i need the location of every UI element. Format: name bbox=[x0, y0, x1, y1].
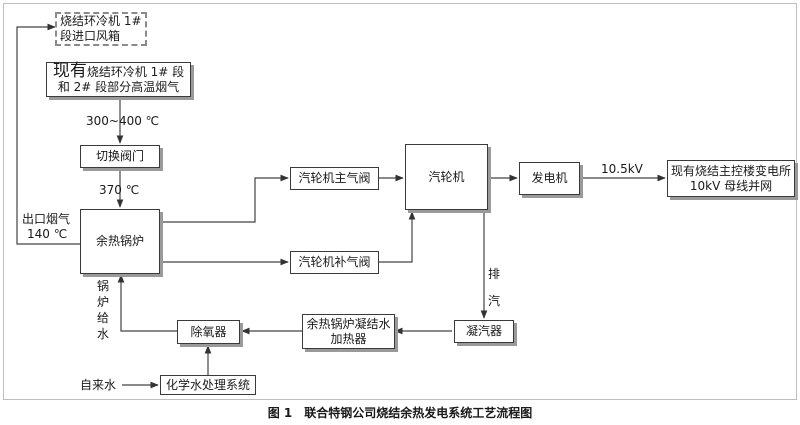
main-steam-valve-box: 汽轮机主气阀 bbox=[290, 167, 379, 190]
condenser-box: 凝汽器 bbox=[454, 320, 514, 343]
waste-heat-boiler-label: 余热锅炉 bbox=[95, 234, 144, 248]
voltage-label: 10.5kV bbox=[601, 162, 643, 176]
grid-connection-box: 现有烧结主控楼变电所 10kV 母线并网 bbox=[667, 160, 795, 197]
hot-gas-rest: 烧结环冷机 1# 段和 2# 段部分高温烟气 bbox=[57, 65, 185, 94]
deaerator-label: 除氧器 bbox=[190, 324, 227, 339]
temp-after-valve-label: 370 ℃ bbox=[99, 183, 140, 197]
main-steam-valve-label: 汽轮机主气阀 bbox=[298, 171, 371, 185]
generator-box: 发电机 bbox=[519, 162, 580, 195]
exhaust-label-bottom: 汽 bbox=[488, 294, 501, 308]
waste-heat-boiler-box: 余热锅炉 bbox=[80, 209, 160, 274]
switch-valve-label: 切换阀门 bbox=[95, 149, 144, 163]
grid-connection-label: 现有烧结主控楼变电所 10kV 母线并网 bbox=[670, 163, 791, 193]
exhaust-label-top: 排 bbox=[488, 267, 501, 281]
switch-valve-box: 切换阀门 bbox=[80, 145, 160, 168]
inlet-windbox-box: 烧结环冷机 1#段进口风箱 bbox=[55, 12, 147, 46]
figure-frame bbox=[3, 3, 797, 400]
arrow-outlet-gas-loop bbox=[16, 23, 80, 245]
hot-gas-source-box: 现有烧结环冷机 1# 段和 2# 段部分高温烟气 bbox=[46, 62, 191, 97]
figure-caption: 图 1 联合特钢公司烧结余热发电系统工艺流程图 bbox=[267, 406, 533, 420]
condenser-label: 凝汽器 bbox=[465, 324, 502, 338]
arrow-makeup-valve-to-turbine bbox=[379, 211, 416, 263]
water-treatment-label: 化学水处理系统 bbox=[165, 377, 250, 392]
condensate-heater-label: 余热锅炉凝结水加热器 bbox=[306, 316, 391, 346]
generator-label: 发电机 bbox=[531, 171, 568, 185]
outlet-gas-label: 出口烟气 bbox=[22, 212, 71, 226]
condensate-heater-box: 余热锅炉凝结水加热器 bbox=[302, 314, 395, 349]
makeup-steam-valve-label: 汽轮机补气阀 bbox=[298, 255, 371, 269]
hot-gas-label: 现有烧结环冷机 1# 段和 2# 段部分高温烟气 bbox=[49, 61, 188, 95]
water-treatment-box: 化学水处理系统 bbox=[160, 375, 256, 395]
tap-water-label: 自来水 bbox=[80, 378, 117, 392]
feedwater-label: 锅炉给水 bbox=[96, 279, 109, 341]
arrow-deaerator-to-boiler bbox=[117, 274, 177, 332]
deaerator-box: 除氧器 bbox=[177, 320, 240, 344]
steam-turbine-box: 汽轮机 bbox=[405, 144, 488, 210]
makeup-steam-valve-box: 汽轮机补气阀 bbox=[290, 251, 379, 274]
arrow-boiler-to-main-valve bbox=[160, 174, 289, 223]
outlet-gas-temp-label: 140 ℃ bbox=[27, 227, 68, 241]
steam-turbine-label: 汽轮机 bbox=[428, 169, 465, 184]
hot-gas-prefix: 现有 bbox=[52, 61, 87, 81]
temp-in-label: 300~400 ℃ bbox=[86, 114, 160, 128]
inlet-windbox-label: 烧结环冷机 1#段进口风箱 bbox=[60, 14, 142, 43]
